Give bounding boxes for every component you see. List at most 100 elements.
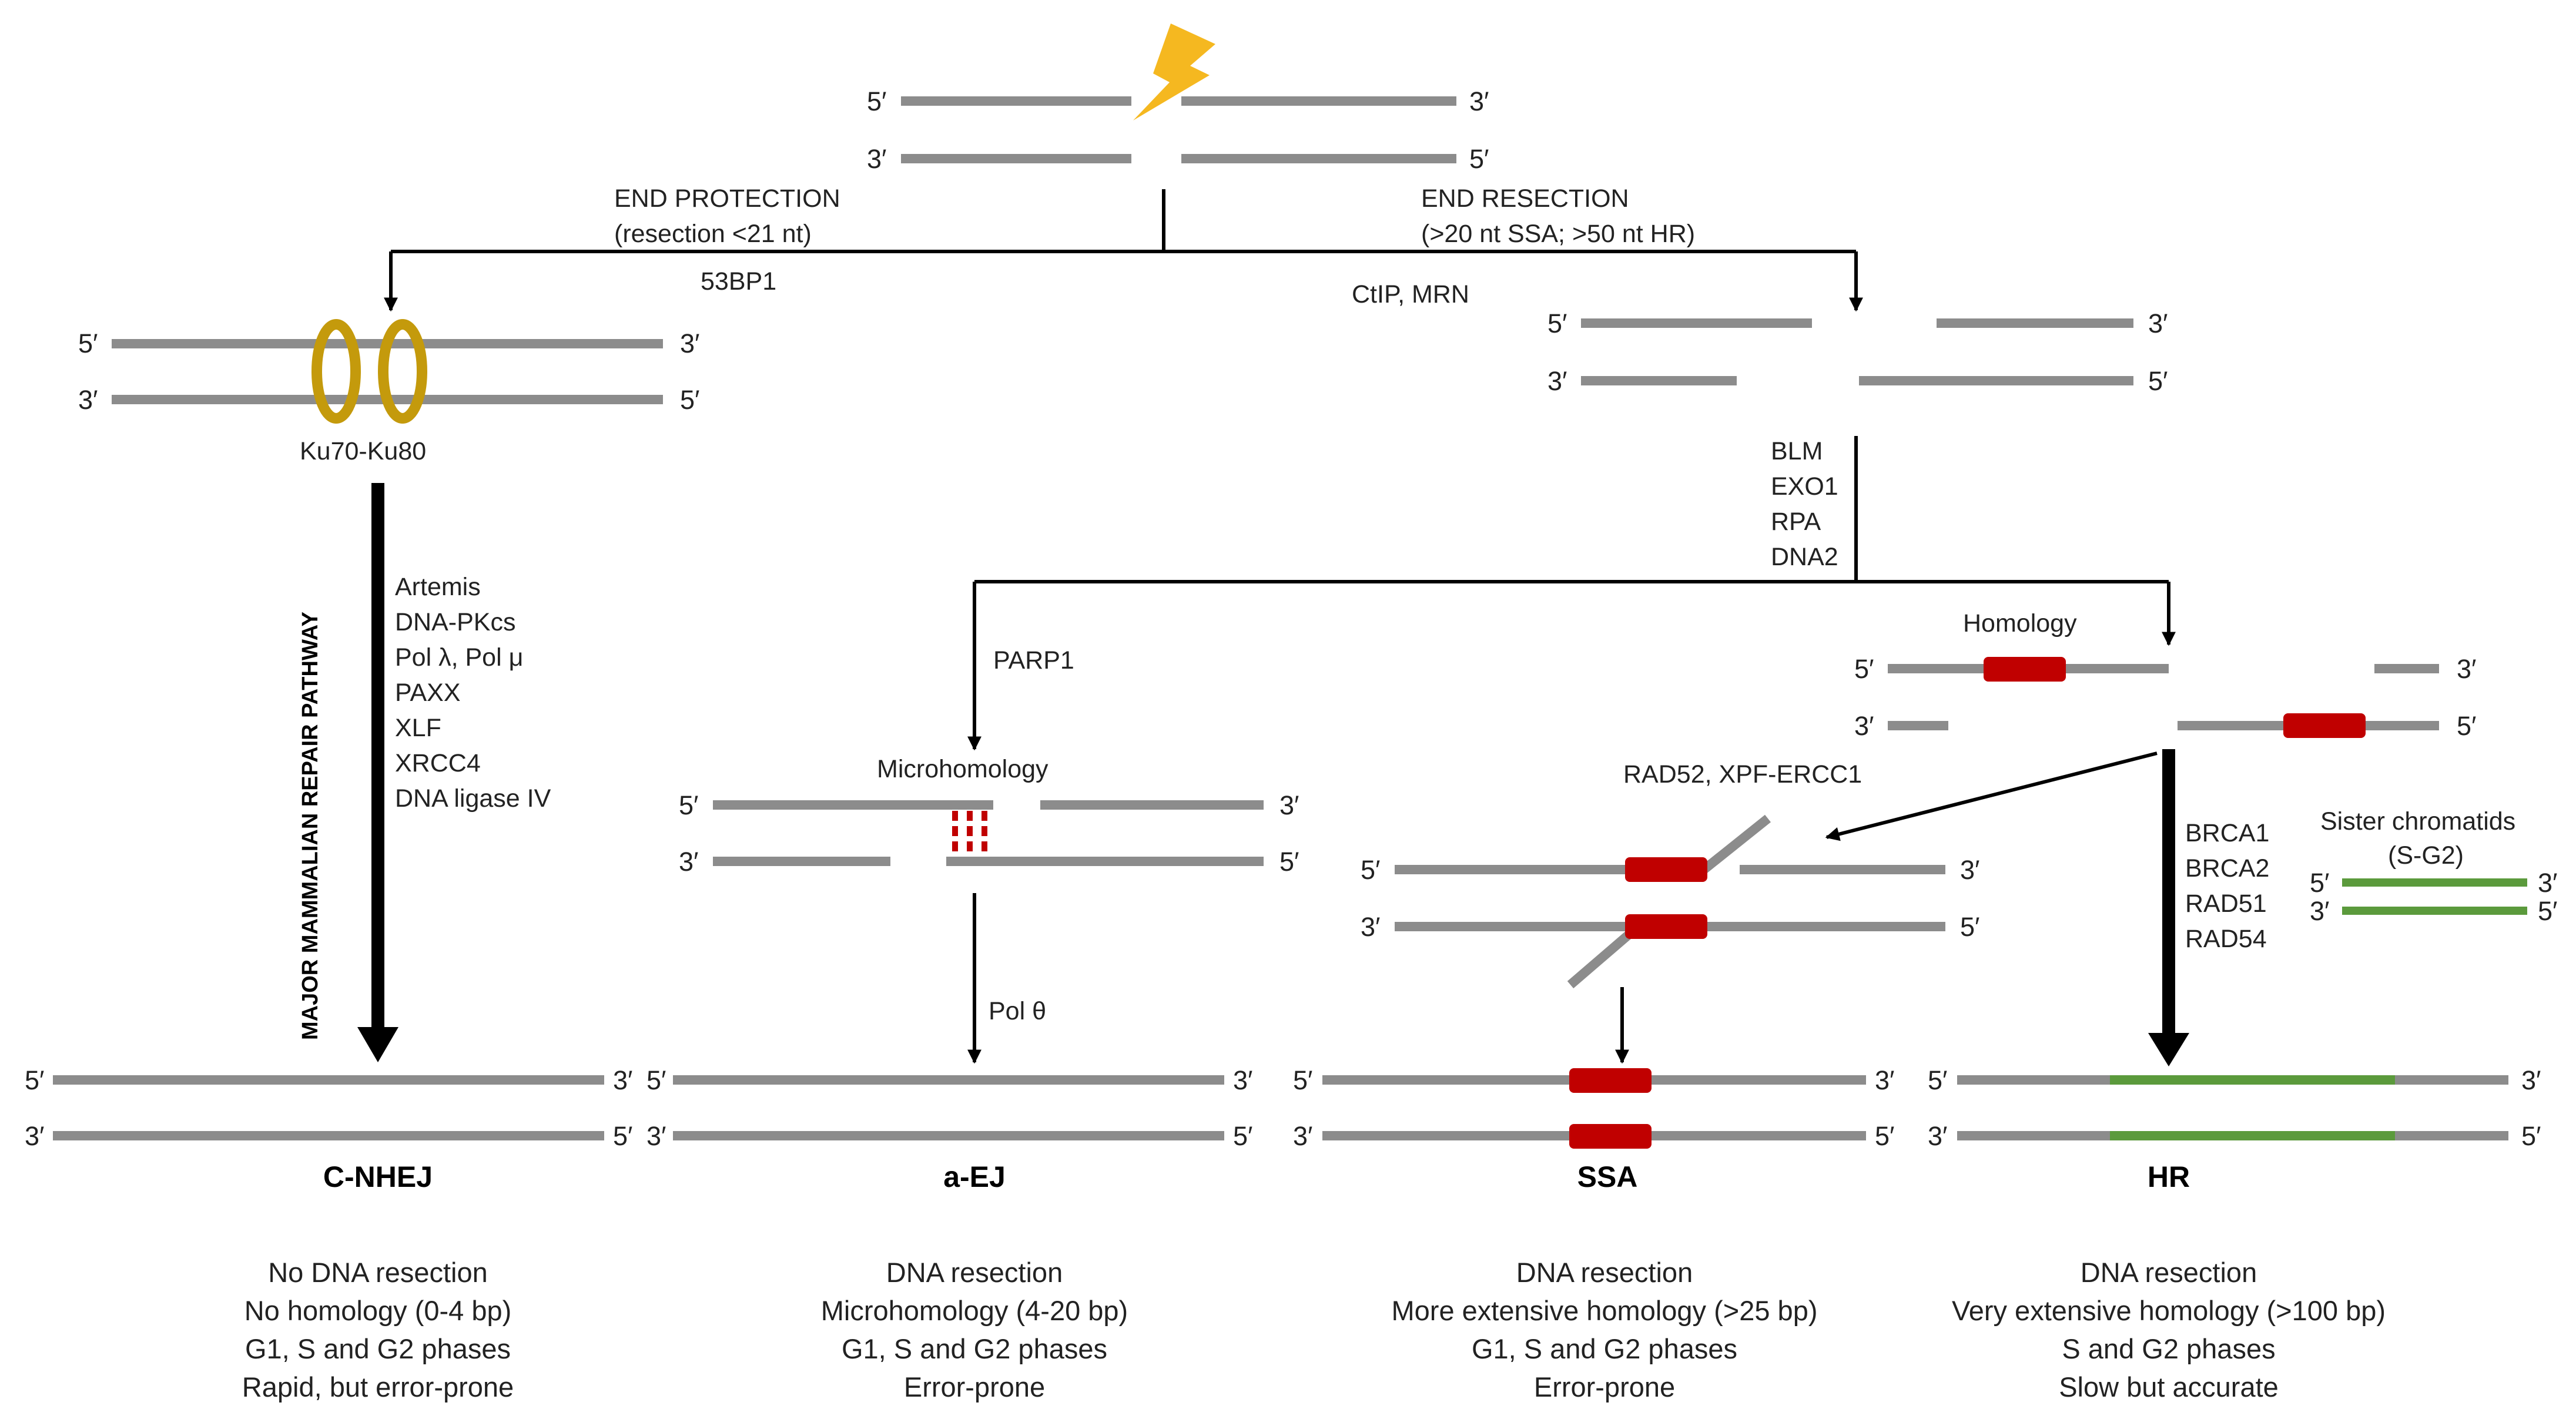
- hr-protein: RAD51: [2185, 890, 2267, 918]
- sister-chromatids: [2342, 878, 2527, 915]
- end-label: 3′: [2521, 1065, 2541, 1095]
- end-label: 3′: [613, 1065, 632, 1095]
- ssa-intermediate: [1395, 814, 1945, 989]
- end-label: 3′: [2310, 896, 2329, 926]
- end-label: 3′: [1854, 711, 1874, 741]
- end-label: 5′: [2310, 868, 2329, 898]
- description-line: No DNA resection: [268, 1257, 488, 1288]
- lightning-bolt-icon: [1133, 24, 1215, 120]
- description-line: Very extensive homology (>100 bp): [1952, 1295, 2386, 1326]
- aej-intermediate: [713, 800, 1264, 866]
- end-label: 5′: [613, 1121, 632, 1151]
- end-protection-label: END PROTECTION: [614, 184, 840, 213]
- resection-protein-list: BLM EXO1 RPA DNA2: [1771, 437, 1838, 571]
- end-label: 5′: [1854, 654, 1874, 684]
- homology-region: [1625, 914, 1707, 939]
- end-resection-sublabel: (>20 nt SSA; >50 nt HR): [1421, 220, 1695, 248]
- end-label: 5′: [1279, 847, 1299, 877]
- major-pathway-label: MAJOR MAMMALIAN REPAIR PATHWAY: [298, 612, 323, 1040]
- end-label: 3′: [1928, 1121, 1947, 1151]
- end-protection-sublabel: (resection <21 nt): [614, 220, 812, 248]
- protein-53bp1: 53BP1: [701, 267, 776, 296]
- end-label: 3′: [1547, 366, 1567, 396]
- end-label: 5′: [78, 328, 98, 358]
- end-label: 3′: [2148, 308, 2168, 338]
- end-label: 3′: [1469, 86, 1489, 116]
- microhomology-label: Microhomology: [877, 755, 1049, 783]
- cnhej-protein: Artemis: [395, 573, 481, 601]
- sister-chromatids-label: Sister chromatids: [2320, 807, 2515, 836]
- ku70-ku80-label: Ku70-Ku80: [300, 437, 426, 465]
- description-line: Rapid, but error-prone: [242, 1371, 514, 1402]
- ssa-branch-arrow: [1825, 751, 2158, 841]
- pol-theta-label: Pol θ: [989, 997, 1046, 1025]
- hr-protein: BRCA2: [2185, 854, 2269, 883]
- cnhej-protein: PAXX: [395, 679, 461, 707]
- resection-protein: BLM: [1771, 437, 1823, 465]
- end-label: 3′: [1293, 1121, 1312, 1151]
- end-label: 3′: [867, 144, 886, 174]
- cnhej-product: [53, 1075, 604, 1140]
- description-line: Error-prone: [1534, 1371, 1675, 1402]
- description-line: G1, S and G2 phases: [245, 1333, 511, 1364]
- end-label: 5′: [2148, 366, 2168, 396]
- end-label: 5′: [1928, 1065, 1947, 1095]
- end-label: 5′: [867, 86, 886, 116]
- end-label: 5′: [2538, 896, 2557, 926]
- end-label: 5′: [1293, 1065, 1312, 1095]
- hr-protein: RAD54: [2185, 925, 2267, 953]
- homology-region: [2283, 713, 2366, 738]
- end-label: 5′: [1875, 1121, 1894, 1151]
- resection-protein: RPA: [1771, 508, 1821, 536]
- hr-arrowhead: [2148, 1033, 2189, 1066]
- end-label: 3′: [78, 385, 98, 415]
- description-line: DNA resection: [886, 1257, 1063, 1288]
- end-label: 3′: [646, 1121, 666, 1151]
- description-line: Microhomology (4-20 bp): [821, 1295, 1128, 1326]
- homology-region: [1625, 857, 1707, 882]
- cnhej-arrowhead: [357, 1027, 398, 1062]
- aej-description: DNA resection Microhomology (4-20 bp) G1…: [821, 1257, 1128, 1402]
- end-label: 5′: [1361, 855, 1380, 885]
- pathway-title-cnhej: C-NHEJ: [323, 1160, 433, 1193]
- end-label: 3′: [679, 847, 698, 877]
- hr-protein-list: BRCA1 BRCA2 RAD51 RAD54: [2185, 819, 2269, 953]
- end-label: 3′: [2538, 868, 2557, 898]
- description-line: S and G2 phases: [2062, 1333, 2275, 1364]
- end-label: 3′: [1361, 912, 1380, 942]
- end-label: 5′: [1233, 1121, 1252, 1151]
- end-label: 5′: [2457, 711, 2476, 741]
- cnhej-protein: Pol λ, Pol μ: [395, 643, 523, 672]
- cnhej-description: No DNA resection No homology (0-4 bp) G1…: [242, 1257, 514, 1402]
- cnhej-protein-list: Artemis DNA-PKcs Pol λ, Pol μ PAXX XLF X…: [395, 573, 551, 813]
- end-label: 5′: [1547, 308, 1567, 338]
- end-label: 3′: [25, 1121, 44, 1151]
- cnhej-protein: XLF: [395, 714, 441, 742]
- ku-ring-icon: [311, 319, 427, 424]
- end-label: 5′: [25, 1065, 44, 1095]
- top-branch-connector: [384, 189, 1863, 312]
- parp1-label: PARP1: [993, 646, 1074, 675]
- hr-protein: BRCA1: [2185, 819, 2269, 847]
- end-label: 3′: [1279, 790, 1299, 820]
- description-line: Error-prone: [904, 1371, 1045, 1402]
- description-line: DNA resection: [1516, 1257, 1693, 1288]
- description-line: No homology (0-4 bp): [244, 1295, 512, 1326]
- end-label: 5′: [646, 1065, 666, 1095]
- pathway-title-aej: a-EJ: [943, 1160, 1006, 1193]
- end-label: 5′: [2521, 1121, 2541, 1151]
- resection-branch-connector: [967, 436, 2176, 751]
- resected-dna: [1581, 318, 2133, 385]
- end-label: 5′: [1960, 912, 1979, 942]
- microhomology-pairs: [952, 811, 987, 857]
- cnhej-protein: XRCC4: [395, 749, 481, 777]
- description-line: G1, S and G2 phases: [842, 1333, 1107, 1364]
- protein-ctip-mrn: CtIP, MRN: [1352, 280, 1469, 308]
- end-label: 3′: [2457, 654, 2476, 684]
- homology-label: Homology: [1963, 609, 2077, 637]
- end-label: 3′: [1960, 855, 1979, 885]
- broken-dna: [901, 96, 1456, 163]
- end-label: 5′: [679, 790, 698, 820]
- description-line: Slow but accurate: [2059, 1371, 2279, 1402]
